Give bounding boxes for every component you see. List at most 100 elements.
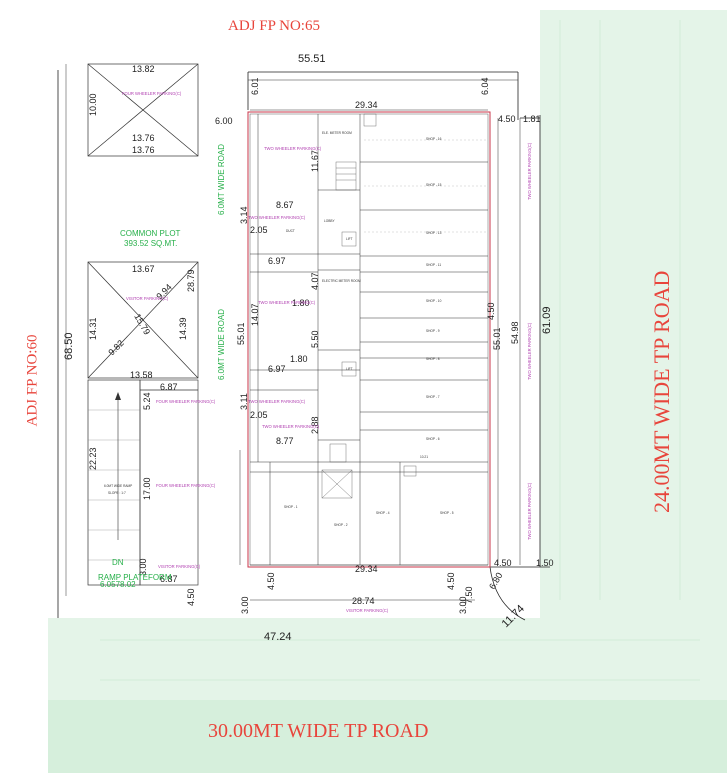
adjacent-north-label: ADJ FP NO:65: [228, 18, 320, 34]
ramp-slope: SLOPE : 1:7: [108, 491, 126, 495]
dim-2-88: 2.88: [310, 416, 320, 434]
dim-b-4-50a: 4.50: [266, 572, 276, 590]
dim-6-97a: 6.97: [268, 256, 286, 266]
dim-left-4-50: 4.50: [186, 588, 196, 606]
room-meter: ELE. METER ROOM: [322, 131, 352, 135]
dim-top-width: 29.34: [355, 100, 378, 110]
shop-6: SHOP - 6: [426, 437, 440, 441]
parking-four-wheeler-left: FOUR WHEELER PARKING(C): [156, 399, 216, 404]
dim-3-00-fw: 3.00: [138, 558, 148, 576]
dim-6-04: 6.04: [480, 77, 490, 95]
parking-two-wheeler-3: TWO WHEELER PARKING(C): [258, 300, 316, 305]
parking-two-wheeler-right-1: TWO WHEELER PARKING(C): [527, 142, 532, 200]
dim-1-81: 1.81: [523, 114, 541, 124]
dim-top-total: 55.51: [298, 53, 326, 65]
parking-two-wheeler-4: TWO WHEELER PARKING(C): [248, 399, 306, 404]
dim-3-11: 3.11: [239, 393, 249, 410]
dim-b-47-24: 47.24: [264, 631, 292, 643]
parking-four-wheeler-top: FOUR WHEELER PARKING(C): [122, 91, 182, 96]
road-east-strip: [540, 10, 727, 620]
shop-5: SHOP - 5: [440, 511, 454, 515]
dim-6-00: 6.00: [215, 116, 233, 126]
dim-5-50: 5.50: [310, 330, 320, 348]
ramp-dn: DN: [112, 558, 124, 567]
dim-2-05b: 2.05: [250, 410, 268, 420]
parking-two-wheeler-right-3: TWO WHEELER PARKING(C): [527, 322, 532, 380]
dim-13-58: 13.58: [130, 370, 153, 380]
shop-4: SHOP - 4: [376, 511, 390, 515]
road-south-band: [48, 700, 727, 773]
shop-1: SHOP - 1: [284, 505, 298, 509]
dim-17-00: 17.00: [142, 477, 152, 500]
dim-6-97b: 6.97: [268, 364, 286, 374]
room-lobby: LOBBY: [324, 219, 336, 223]
adjacent-west-label: ADJ FP NO:60: [24, 334, 41, 427]
dim-1-80b: 1.80: [290, 354, 308, 364]
dim-cp-13-76b: 13.76: [132, 145, 155, 155]
ramp-platform-area: 6.0578.02: [100, 580, 136, 589]
dim-b-6-80: 6.80: [487, 571, 504, 591]
shop-10: SHOP - 10: [426, 299, 442, 303]
dim-22-23: 22.23: [88, 447, 98, 470]
parking-four-wheeler-left-2: FOUR WHEELER PARKING(C): [156, 483, 216, 488]
dim-54-98: 54.98: [510, 321, 520, 344]
shop-16: SHOP - 16: [426, 137, 442, 141]
dim-cp-top: 13.82: [132, 64, 155, 74]
dim-1-80a: 1.80: [292, 298, 310, 308]
parking-two-wheeler-1: TWO WHEELER PARKING(C): [264, 146, 322, 151]
road-south-label: 30.00MT WIDE TP ROAD: [208, 720, 429, 742]
dim-68-50: 68.50: [63, 332, 75, 360]
dim-10-21: 10.21: [420, 455, 428, 459]
ramp-platform: RAMP PLATEFORM: [98, 573, 172, 582]
dim-b-3-00a: 3.00: [240, 596, 250, 614]
shop-7: SHOP - 7: [426, 395, 440, 399]
dim-6-87a: 6.87: [160, 382, 178, 392]
common-plot-label: COMMON PLOT: [120, 229, 181, 238]
dim-right-4-50-top: 4.50: [498, 114, 516, 124]
dim-6-01: 6.01: [250, 77, 260, 95]
dim-b-7-50: 7.50: [464, 586, 474, 604]
dim-15-79: 15.79: [132, 312, 152, 337]
room-lift: LIFT: [346, 237, 353, 241]
internal-road-label-lower: 6.0MT WIDE ROAD: [217, 309, 226, 380]
dim-28-79: 28.79: [186, 269, 196, 292]
shop-2: SHOP - 2: [334, 523, 348, 527]
parking-two-wheeler-5: TWO WHEELER PARKING(C): [262, 424, 320, 429]
road-east-label: 24.00MT WIDE TP ROAD: [649, 270, 674, 513]
shop-11: SHOP - 11: [426, 263, 441, 267]
dim-61-09: 61.09: [541, 306, 553, 334]
dim-5-24: 5.24: [142, 392, 152, 410]
room-lift-2: LIFT: [346, 367, 353, 371]
dim-8-77: 8.77: [276, 436, 294, 446]
common-plot-area: 393.52 SQ.MT.: [124, 239, 177, 248]
room-meter-2: ELECTRIC METER ROOM: [322, 279, 361, 283]
dim-14-07: 14.07: [250, 303, 260, 326]
dim-b-28-74: 28.74: [352, 596, 375, 606]
internal-road-label: 6.0MT WIDE ROAD: [217, 144, 226, 215]
parking-visitor-bottom: VISITOR PARKING(C): [346, 608, 389, 613]
dim-3-14: 3.14: [239, 206, 249, 224]
shop-8: SHOP - 8: [426, 357, 440, 361]
dim-cp-10: 10.00: [88, 93, 98, 116]
dim-right-55-01: 55.01: [492, 327, 502, 350]
ramp-label: 6.0MT WIDE RAMP: [104, 484, 132, 488]
dim-bottom-width: 29.34: [355, 564, 378, 574]
dim-11-67: 11.67: [310, 150, 320, 172]
parking-visitor-left: VISITOR PARKING(C): [126, 296, 169, 301]
dim-cp-13-76a: 13.76: [132, 133, 155, 143]
dim-4-07: 4.07: [310, 272, 320, 290]
dim-8-67: 8.67: [276, 200, 294, 210]
dim-14-31: 14.31: [88, 317, 98, 340]
dim-br-1-50: 1.50: [536, 558, 554, 568]
dim-right-4-50: 4.50: [486, 302, 496, 320]
dim-6-87b: 6.87: [160, 574, 178, 584]
parking-visitor-left-bottom: VISITOR PARKING(C): [158, 564, 201, 569]
dim-2-05a: 2.05: [250, 225, 268, 235]
parking-two-wheeler-right-2: TWO WHEELER PARKING(C): [527, 482, 532, 540]
dim-br-4-50: 4.50: [494, 558, 512, 568]
dim-14-39: 14.39: [178, 317, 188, 340]
parking-two-wheeler-2: TWO WHEELER PARKING(C): [248, 215, 306, 220]
dim-13-67: 13.67: [132, 264, 155, 274]
shop-15: SHOP - 15: [426, 183, 442, 187]
